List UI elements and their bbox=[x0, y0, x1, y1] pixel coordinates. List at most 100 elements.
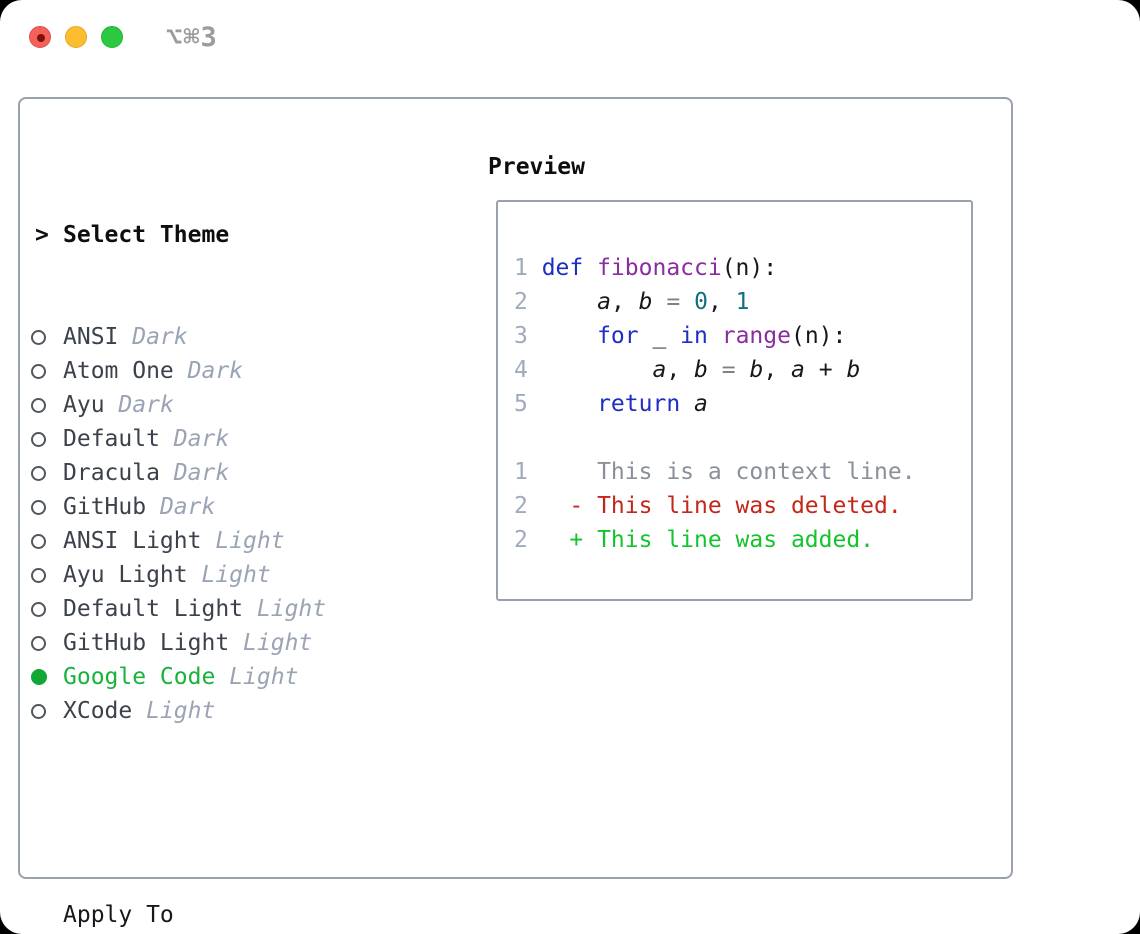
theme-name: ANSI bbox=[63, 324, 119, 350]
code-line: 4 a, b = b, a + b bbox=[514, 353, 971, 387]
code-token: - This line was deleted. bbox=[569, 493, 902, 519]
radio-icon[interactable] bbox=[31, 601, 46, 617]
radio-cell bbox=[30, 397, 63, 413]
radio-cell bbox=[30, 465, 63, 481]
theme-variant: Light bbox=[243, 630, 313, 656]
radio-icon[interactable] bbox=[31, 329, 46, 345]
theme-item[interactable]: Default Light Light bbox=[30, 592, 422, 626]
code-token: b bbox=[638, 289, 653, 315]
spacer-text bbox=[160, 422, 174, 456]
code-line: 3 for _ in range(n): bbox=[514, 319, 971, 353]
line-number: 2 bbox=[514, 289, 528, 315]
code-token: fibonacci bbox=[597, 255, 722, 281]
theme-item[interactable]: Default Dark bbox=[30, 422, 422, 456]
radio-selected-icon[interactable] bbox=[31, 669, 47, 685]
code-token bbox=[542, 459, 597, 485]
code-token: + bbox=[804, 357, 847, 383]
radio-icon[interactable] bbox=[31, 703, 46, 719]
zoom-window-icon[interactable] bbox=[101, 26, 123, 48]
select-theme-header: >Select Theme bbox=[30, 218, 422, 252]
code-token bbox=[542, 289, 597, 315]
preview-title: Preview bbox=[488, 154, 585, 180]
theme-name: Dracula bbox=[63, 460, 160, 486]
theme-name: GitHub bbox=[63, 494, 147, 520]
code-token: def bbox=[541, 255, 598, 281]
code-token: b bbox=[694, 357, 708, 383]
theme-variant: Light bbox=[201, 562, 271, 588]
window-title: ⌥⌘3 bbox=[166, 22, 218, 53]
radio-icon[interactable] bbox=[31, 397, 46, 413]
code-token: , bbox=[610, 289, 639, 315]
spacer-text bbox=[118, 320, 132, 354]
close-window-icon[interactable] bbox=[29, 26, 51, 48]
theme-item[interactable]: Dracula Dark bbox=[30, 456, 422, 490]
code-token: , bbox=[763, 357, 792, 383]
spacer bbox=[30, 796, 422, 830]
line-number: 4 bbox=[514, 357, 528, 383]
radio-cell bbox=[30, 431, 63, 447]
radio-cell bbox=[30, 499, 63, 515]
theme-variant: Dark bbox=[132, 324, 188, 350]
theme-name: GitHub Light bbox=[63, 630, 230, 656]
radio-icon[interactable] bbox=[31, 499, 46, 515]
apply-to-title: Apply To bbox=[63, 902, 174, 928]
radio-icon[interactable] bbox=[31, 567, 46, 583]
line-number: 2 bbox=[514, 493, 528, 519]
line-number: 1 bbox=[514, 459, 528, 485]
code-token bbox=[708, 323, 722, 349]
theme-item[interactable]: XCode Light bbox=[30, 694, 422, 728]
code-token: (n): bbox=[790, 323, 847, 349]
theme-name: Ayu Light bbox=[63, 562, 188, 588]
theme-item[interactable]: Ayu Light Light bbox=[30, 558, 422, 592]
radio-icon[interactable] bbox=[31, 363, 46, 379]
radio-icon[interactable] bbox=[31, 533, 46, 549]
theme-item[interactable]: Atom One Dark bbox=[30, 354, 422, 388]
radio-cell bbox=[30, 363, 63, 379]
code-token: b bbox=[846, 357, 861, 383]
code-token: _ bbox=[638, 323, 681, 349]
spacer-text bbox=[229, 626, 243, 660]
code-token: a bbox=[694, 391, 708, 417]
theme-name: Default Light bbox=[63, 596, 244, 622]
theme-variant: Light bbox=[256, 596, 327, 622]
code-line bbox=[514, 421, 971, 455]
radio-icon[interactable] bbox=[31, 635, 46, 651]
code-line: 1 This is a context line. bbox=[514, 455, 971, 489]
code-token: 1 bbox=[735, 289, 750, 315]
code-token bbox=[542, 391, 597, 417]
theme-variant: Dark bbox=[173, 426, 230, 452]
theme-item[interactable]: ANSI Dark bbox=[30, 320, 422, 354]
spacer-text bbox=[243, 592, 257, 626]
code-token: return bbox=[597, 391, 681, 417]
theme-item[interactable]: GitHub Light Light bbox=[30, 626, 422, 660]
theme-item[interactable]: Google Code Light bbox=[30, 660, 422, 694]
minimize-window-icon[interactable] bbox=[65, 26, 87, 48]
code-token: 0 bbox=[694, 289, 708, 315]
code-token bbox=[680, 289, 694, 315]
code-line: 2 + This line was added. bbox=[514, 523, 971, 557]
radio-icon[interactable] bbox=[31, 465, 46, 481]
code-token: This is a context line. bbox=[597, 459, 916, 485]
radio-icon[interactable] bbox=[31, 431, 46, 447]
code-token: a bbox=[652, 357, 667, 383]
code-token: + This line was added. bbox=[569, 527, 875, 553]
spacer-text bbox=[105, 388, 119, 422]
theme-item[interactable]: ANSI Light Light bbox=[30, 524, 422, 558]
theme-name: Google Code bbox=[63, 664, 216, 690]
code-token bbox=[708, 357, 722, 383]
code-line: 2 a, b = 0, 1 bbox=[514, 285, 971, 319]
theme-variant: Dark bbox=[159, 494, 216, 520]
code-line: 5 return a bbox=[514, 387, 971, 421]
theme-name: Default bbox=[63, 426, 160, 452]
theme-name: XCode bbox=[63, 698, 133, 724]
theme-item[interactable]: GitHub Dark bbox=[30, 490, 422, 524]
theme-item[interactable]: Ayu Dark bbox=[30, 388, 422, 422]
radio-cell bbox=[30, 329, 63, 345]
spacer-text bbox=[215, 660, 229, 694]
